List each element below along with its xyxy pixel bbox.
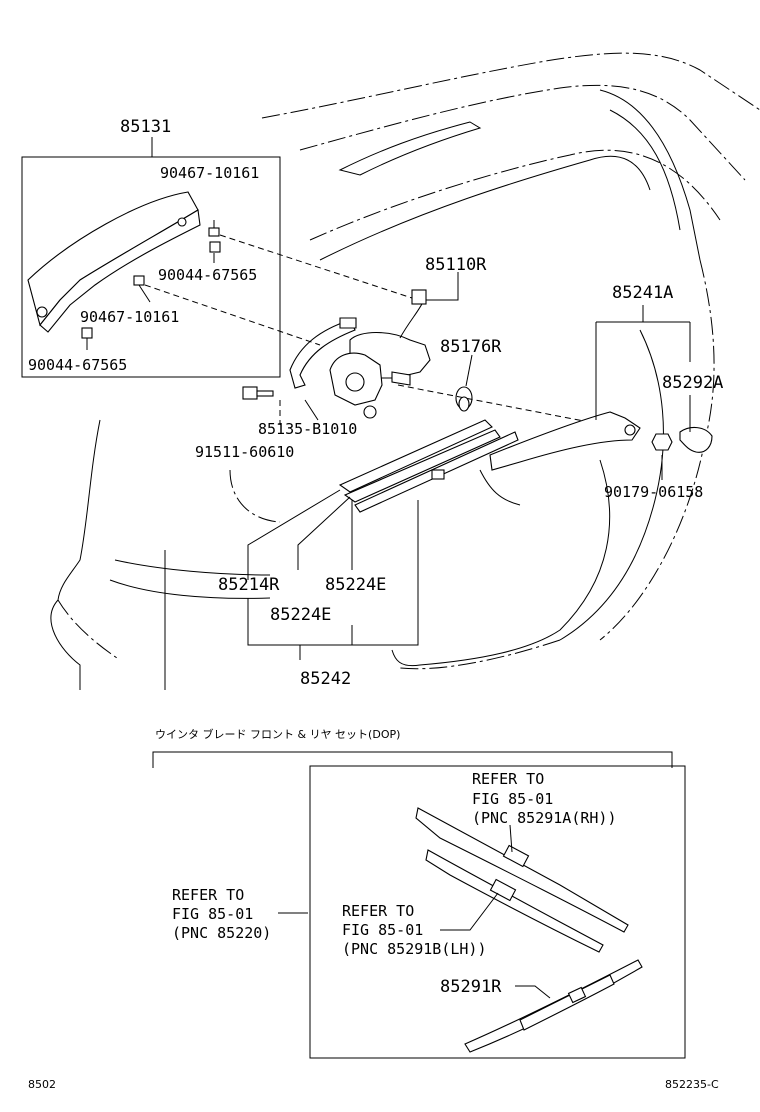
label-85214R: 85214R bbox=[218, 575, 280, 595]
leader-lines-upper bbox=[247, 272, 691, 660]
label-85292A: 85292A bbox=[662, 373, 723, 393]
part-85131-garnish[interactable] bbox=[27, 191, 199, 327]
part-90044-clip-b[interactable] bbox=[81, 327, 93, 339]
part-85292A-cap[interactable] bbox=[679, 427, 713, 453]
label-90044-a: 90044-67565 bbox=[158, 266, 257, 284]
label-90467-b: 90467-10161 bbox=[80, 308, 179, 326]
part-85176R-grommet[interactable] bbox=[455, 386, 473, 412]
kit-bracket bbox=[152, 751, 673, 768]
part-90467-clip-a[interactable] bbox=[208, 227, 220, 237]
ref-lh-line1: REFER TO bbox=[342, 902, 414, 920]
group-85131-box bbox=[21, 156, 281, 378]
part-85135-bracket[interactable] bbox=[289, 317, 357, 389]
part-85110R-motor[interactable] bbox=[329, 289, 431, 419]
kit-box bbox=[309, 765, 686, 1059]
ref-lh-line3: (PNC 85291B(LH)) bbox=[342, 940, 487, 958]
ref-front-line1: REFER TO bbox=[172, 886, 244, 904]
label-85110R: 85110R bbox=[425, 255, 487, 275]
part-90467-clip-b[interactable] bbox=[133, 275, 145, 286]
part-90044-clip-a[interactable] bbox=[209, 241, 221, 253]
label-90179: 90179-06158 bbox=[604, 483, 703, 501]
label-91511: 91511-60610 bbox=[195, 443, 294, 461]
part-85291R-blade[interactable] bbox=[464, 959, 643, 1053]
group-85131 bbox=[21, 137, 281, 378]
label-90044-b: 90044-67565 bbox=[28, 356, 127, 374]
label-85241A: 85241A bbox=[612, 283, 673, 303]
ref-rh-line1: REFER TO bbox=[472, 770, 544, 788]
ref-lh-line2: FIG 85-01 bbox=[342, 921, 423, 939]
label-85131: 85131 bbox=[120, 117, 171, 137]
part-90179-nut[interactable] bbox=[651, 433, 673, 451]
ref-rh-line3: (PNC 85291A(RH)) bbox=[472, 809, 617, 827]
label-85224E-b: 85224E bbox=[270, 605, 331, 625]
label-90467-a: 90467-10161 bbox=[160, 164, 259, 182]
connection-lines bbox=[144, 234, 631, 431]
label-85242: 85242 bbox=[300, 669, 351, 689]
part-91511-bolt[interactable] bbox=[242, 386, 274, 400]
ref-rh-line2: FIG 85-01 bbox=[472, 790, 553, 808]
kit-title: ウインタ ブレード フロント & リヤ セット(DOP) bbox=[155, 727, 400, 741]
footer-left: 8502 bbox=[28, 1078, 56, 1091]
part-85291B-blade-lh[interactable] bbox=[425, 849, 604, 953]
ref-front-line3: (PNC 85220) bbox=[172, 924, 271, 942]
label-85135: 85135-B1010 bbox=[258, 420, 357, 438]
label-85291R: 85291R bbox=[440, 977, 502, 997]
part-85242-blade[interactable] bbox=[338, 419, 519, 513]
vehicle-body-outline bbox=[50, 52, 760, 690]
part-85291A-blade-rh[interactable] bbox=[415, 807, 629, 933]
ref-front-line2: FIG 85-01 bbox=[172, 905, 253, 923]
upper-labels: 85131 90467-10161 90044-67565 90467-1016… bbox=[28, 117, 723, 689]
footer-right: 852235-C bbox=[665, 1078, 719, 1091]
winter-kit-section: ウインタ ブレード フロント & リヤ セット(DOP) REFER TO FI… bbox=[152, 727, 686, 1059]
label-85176R: 85176R bbox=[440, 337, 502, 357]
part-85241A-arm[interactable] bbox=[489, 411, 641, 471]
label-85224E-a: 85224E bbox=[325, 575, 386, 595]
